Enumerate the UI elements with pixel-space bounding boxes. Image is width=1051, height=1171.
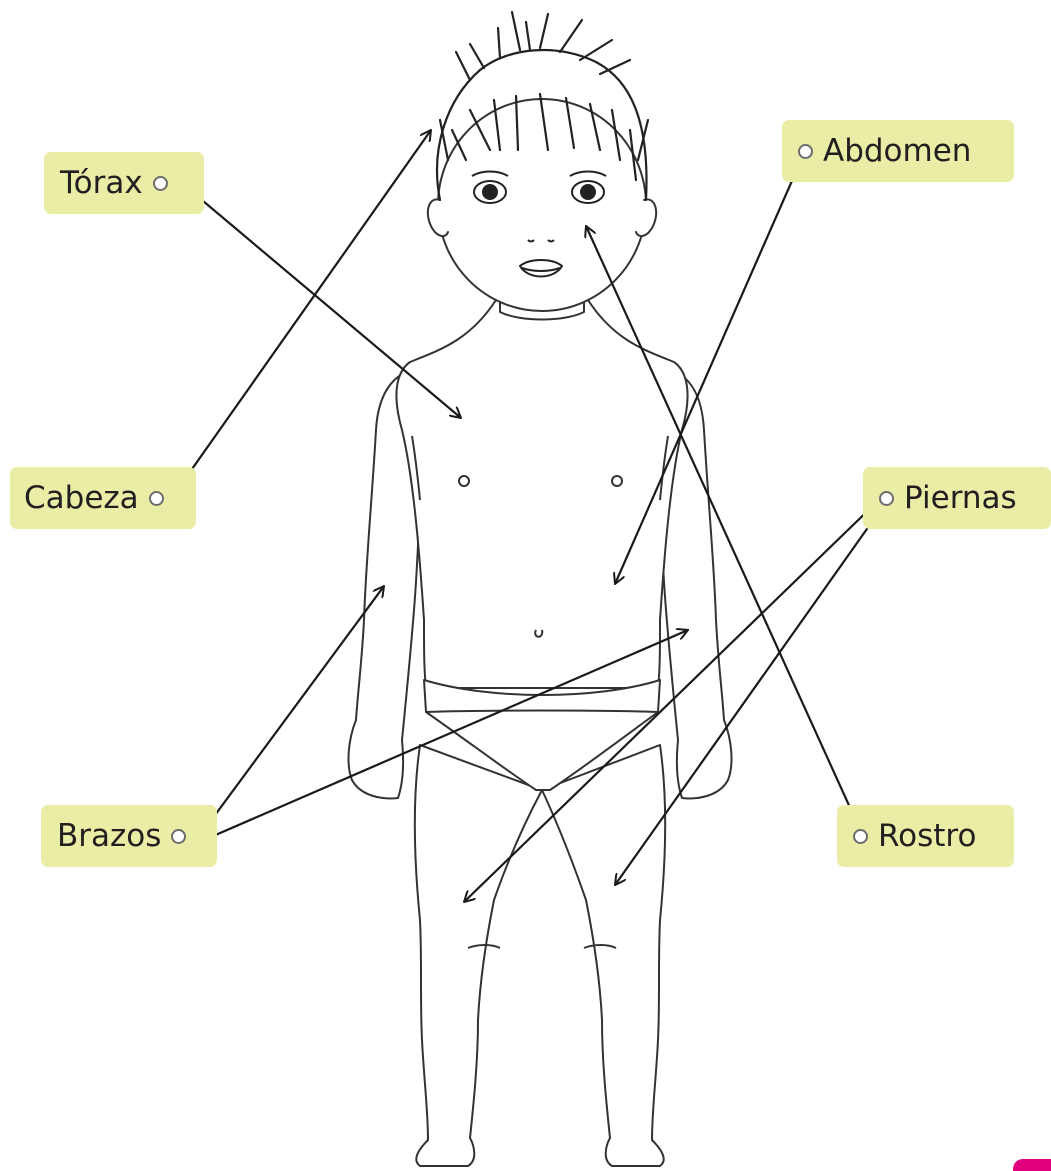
arrow-torax-to-chest [184,185,461,418]
label-abdomen[interactable]: Abdomen [782,120,1014,182]
connector-dot-icon[interactable] [879,491,894,506]
label-piernas-text: Piernas [904,480,1017,516]
connector-dot-icon[interactable] [149,491,164,506]
left-nipple [459,476,469,486]
label-brazos[interactable]: Brazos [41,805,217,867]
label-abdomen-text: Abdomen [823,133,971,169]
connector-dot-icon[interactable] [853,829,868,844]
connector-dot-icon[interactable] [153,176,168,191]
label-torax-text: Tórax [60,165,143,201]
label-cabeza-text: Cabeza [24,480,139,516]
connector-dot-icon[interactable] [171,829,186,844]
label-rostro[interactable]: Rostro [837,805,1014,867]
right-nipple [612,476,622,486]
navel [535,630,542,637]
label-torax[interactable]: Tórax [44,152,204,214]
label-rostro-text: Rostro [878,818,976,854]
label-cabeza[interactable]: Cabeza [10,467,196,529]
page-corner-mark [1013,1159,1051,1171]
label-brazos-text: Brazos [57,818,161,854]
torso [396,300,687,688]
label-piernas[interactable]: Piernas [863,467,1051,529]
left-leg [415,745,542,1166]
connector-dot-icon[interactable] [798,144,813,159]
